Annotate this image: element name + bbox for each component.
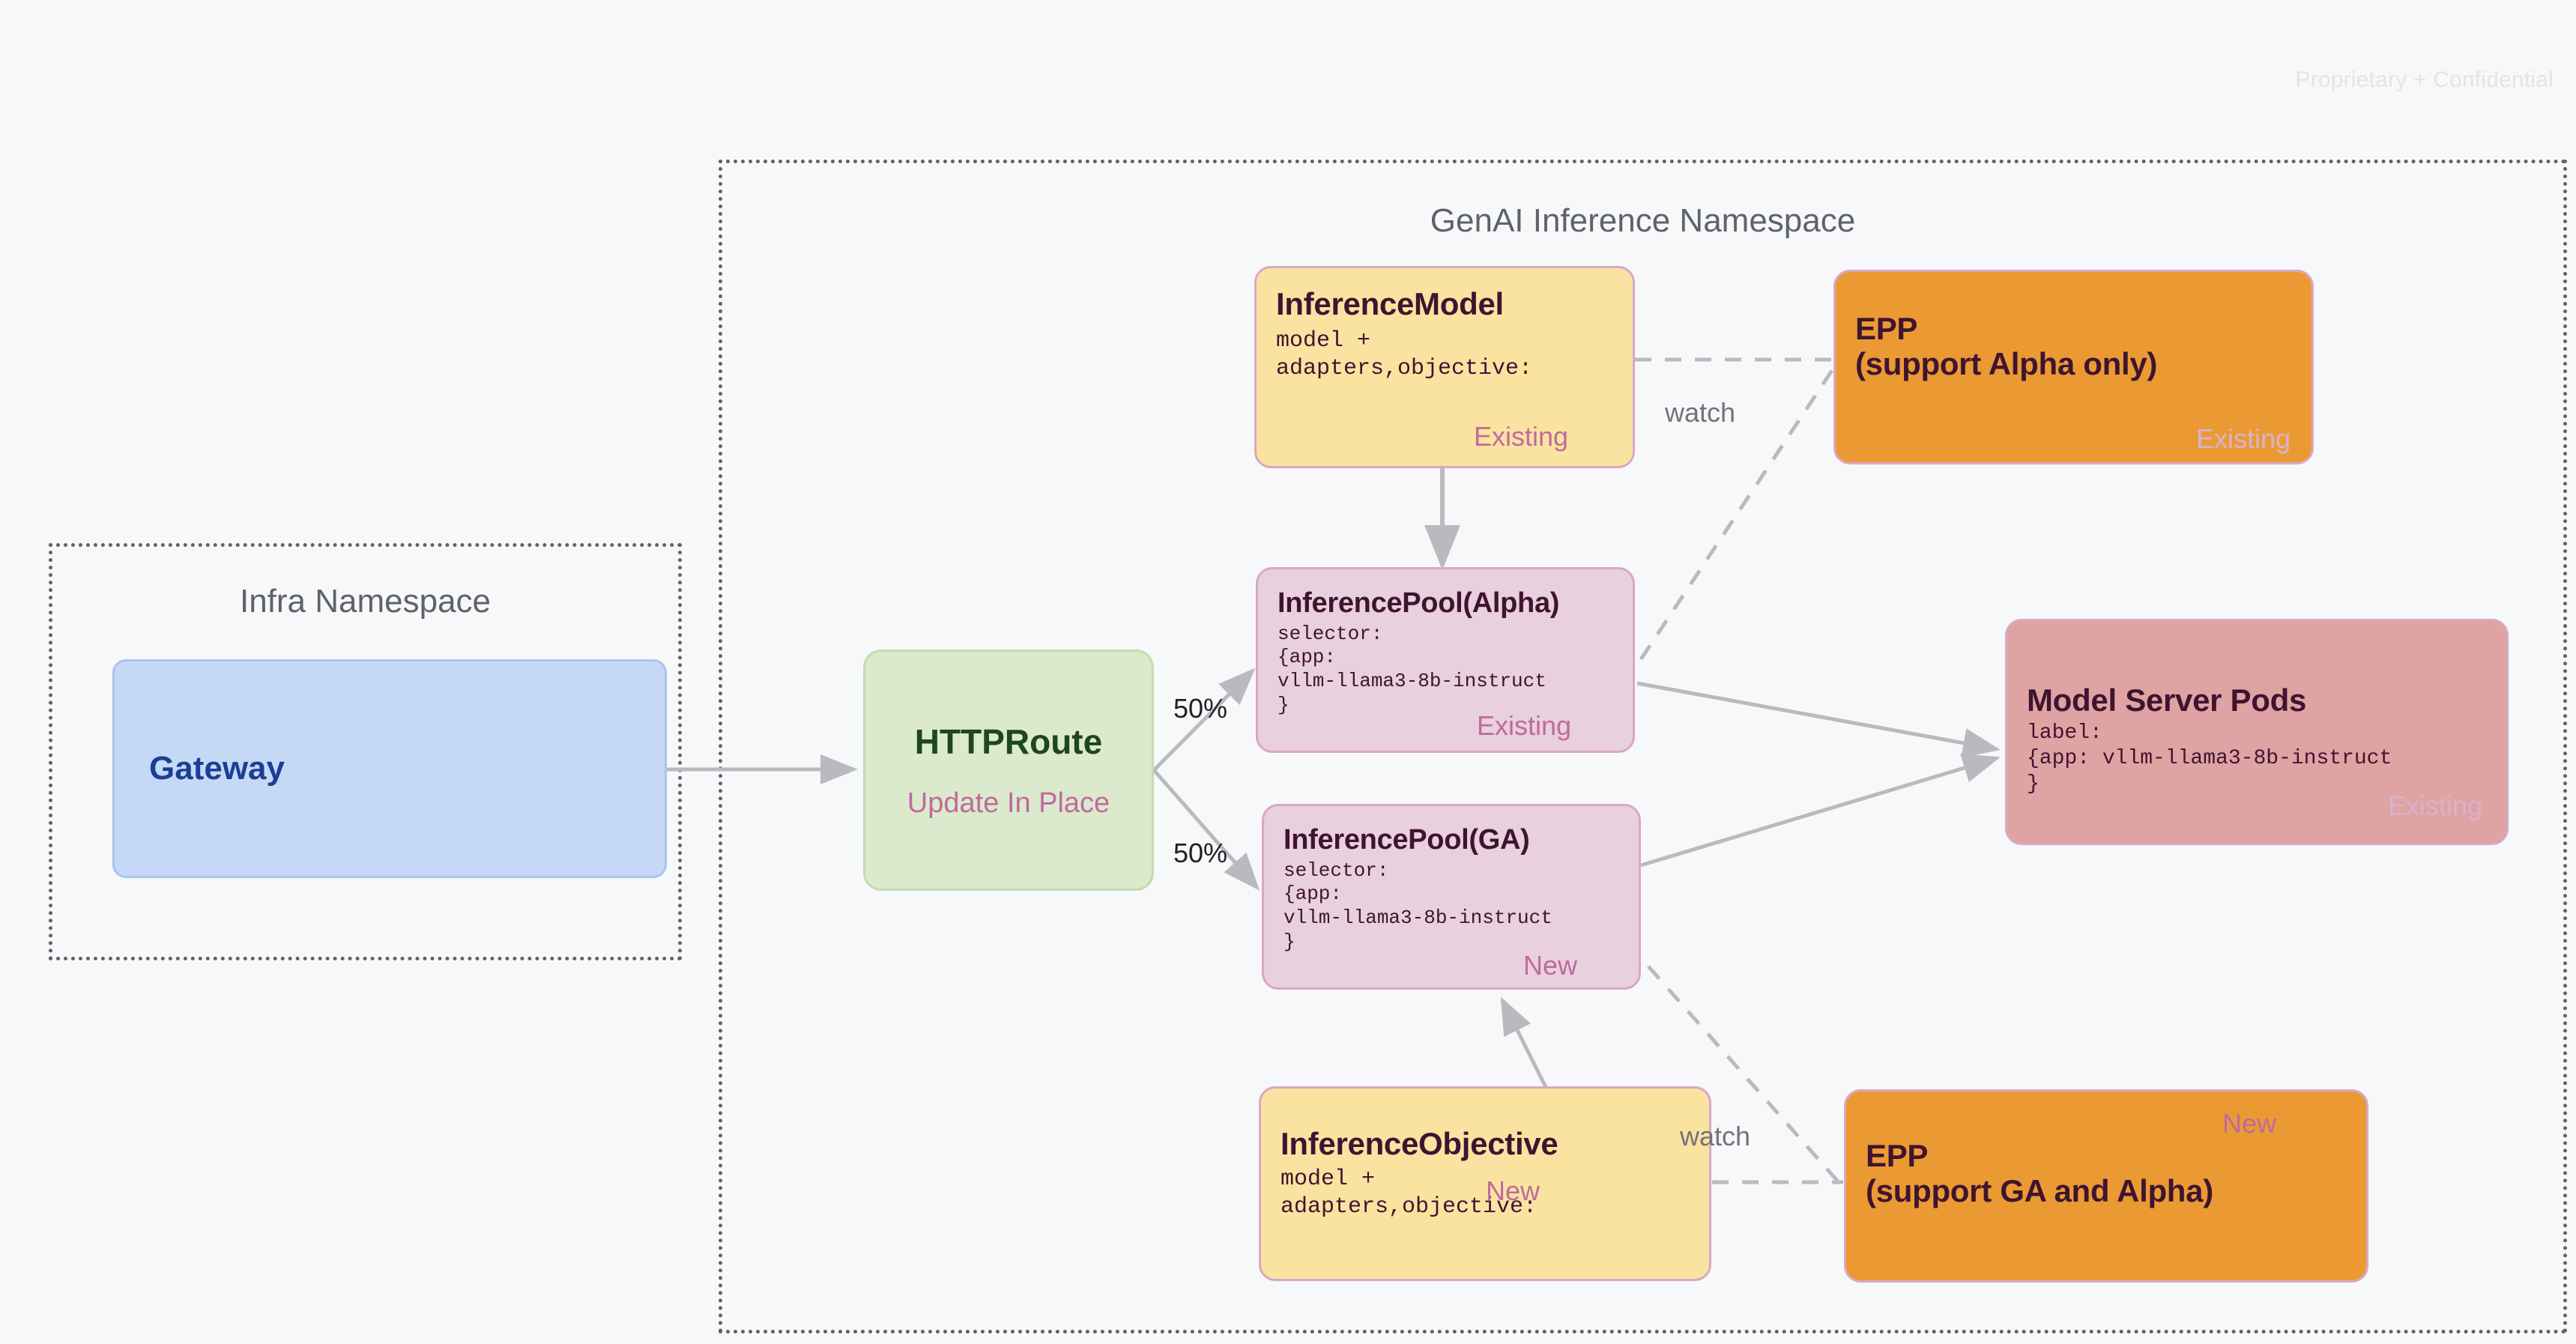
inference-objective-body: model + adapters,objective: bbox=[1281, 1166, 1538, 1220]
node-model-server-pods[interactable]: Model Server Pods label: {app: vllm-llam… bbox=[2005, 619, 2509, 845]
epp-alpha-badge: Existing bbox=[2195, 423, 2291, 454]
node-httproute[interactable]: HTTPRoute Update In Place bbox=[863, 650, 1154, 891]
gateway-title: Gateway bbox=[149, 750, 285, 787]
inference-model-title: InferenceModel bbox=[1276, 286, 1504, 321]
model-server-pods-badge: Existing bbox=[2387, 790, 2482, 821]
infra-namespace-title: Infra Namespace bbox=[239, 583, 492, 620]
inference-model-badge: Existing bbox=[1473, 421, 1568, 452]
edge-label-split-bottom: 50% bbox=[1173, 838, 1228, 868]
pool-alpha-title: InferencePool(Alpha) bbox=[1278, 587, 1560, 619]
edge-label-watch-top: watch bbox=[1665, 397, 1736, 428]
node-gateway[interactable]: Gateway bbox=[112, 659, 667, 878]
pool-alpha-badge: Existing bbox=[1476, 710, 1571, 741]
epp-alpha-title-line2: (support Alpha only) bbox=[1855, 346, 2158, 382]
edge-label-split-top: 50% bbox=[1173, 693, 1228, 724]
genai-namespace-title: GenAI Inference Namespace bbox=[1430, 202, 1856, 239]
model-server-pods-body: label: {app: vllm-llama3-8b-instruct } bbox=[2027, 721, 2392, 796]
genai-namespace-container: GenAI Inference Namespace bbox=[719, 160, 2567, 1334]
httproute-subtitle: Update In Place bbox=[907, 787, 1110, 819]
inference-model-body: model + adapters,objective: bbox=[1276, 328, 1533, 381]
node-epp-alpha[interactable]: EPP (support Alpha only) Existing bbox=[1833, 270, 2314, 464]
node-epp-ga[interactable]: EPP (support GA and Alpha) New bbox=[1844, 1089, 2368, 1283]
edge-label-watch-bottom: watch bbox=[1680, 1121, 1751, 1151]
infra-namespace-container: Infra Namespace bbox=[49, 543, 682, 960]
node-inference-pool-alpha[interactable]: InferencePool(Alpha) selector: {app: vll… bbox=[1256, 567, 1635, 753]
pool-ga-title: InferencePool(GA) bbox=[1284, 824, 1530, 856]
pool-alpha-body: selector: {app: vllm-llama3-8b-instruct … bbox=[1278, 622, 1546, 716]
node-inference-pool-ga[interactable]: InferencePool(GA) selector: {app: vllm-l… bbox=[1262, 804, 1641, 990]
confidential-notice: Proprietary + Confidential bbox=[2295, 67, 2554, 92]
node-inference-model[interactable]: InferenceModel model + adapters,objectiv… bbox=[1254, 266, 1635, 468]
epp-ga-badge: New bbox=[2222, 1108, 2276, 1139]
epp-ga-title-line2: (support GA and Alpha) bbox=[1866, 1173, 2213, 1209]
model-server-pods-title: Model Server Pods bbox=[2027, 682, 2307, 718]
inference-objective-title: InferenceObjective bbox=[1281, 1126, 1558, 1161]
node-inference-objective[interactable]: InferenceObjective model + adapters,obje… bbox=[1259, 1086, 1711, 1281]
httproute-title: HTTPRoute bbox=[914, 721, 1103, 761]
pool-ga-body: selector: {app: vllm-llama3-8b-instruct … bbox=[1284, 859, 1552, 953]
epp-ga-title-line1: EPP bbox=[1866, 1138, 1929, 1173]
pool-ga-badge: New bbox=[1523, 950, 1577, 981]
inference-objective-badge: New bbox=[1486, 1175, 1541, 1206]
epp-alpha-title-line1: EPP bbox=[1855, 311, 1918, 346]
